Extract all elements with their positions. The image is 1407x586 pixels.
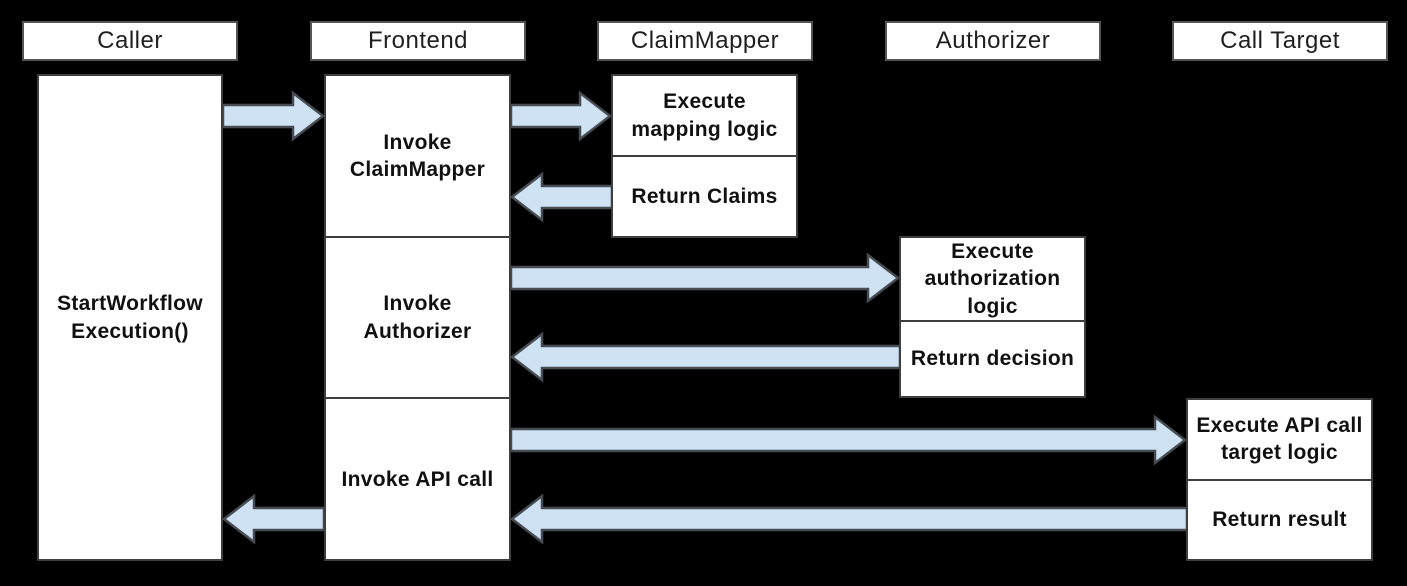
claimmapper-return-claims-label: Return Claims bbox=[613, 155, 796, 236]
frontend-to-calltarget-arrow bbox=[509, 414, 1188, 466]
lane-header-authorizer: Authorizer bbox=[885, 21, 1101, 61]
activation-claimmapper: Execute mapping logic Return Claims bbox=[611, 74, 798, 238]
frontend-invoke-api-call-label: Invoke API call bbox=[326, 397, 509, 559]
frontend-to-caller-arrow bbox=[221, 493, 326, 545]
calltarget-execute-logic-label: Execute API call target logic bbox=[1196, 413, 1363, 465]
caller-to-frontend-arrow bbox=[221, 90, 326, 142]
frontend-to-authorizer-arrow bbox=[509, 252, 901, 304]
frontend-invoke-authorizer-label: Invoke Authorizer bbox=[326, 235, 509, 398]
activation-frontend: Invoke ClaimMapper Invoke Authorizer Inv… bbox=[324, 74, 511, 561]
calltarget-to-frontend-arrow bbox=[509, 493, 1189, 545]
lane-header-calltarget: Call Target bbox=[1172, 21, 1388, 61]
activation-authorizer: Execute authorization logic Return decis… bbox=[899, 236, 1086, 398]
authorizer-to-frontend-arrow bbox=[509, 331, 902, 383]
authorizer-return-decision-label: Return decision bbox=[901, 319, 1084, 396]
lane-header-claimmapper: ClaimMapper bbox=[597, 21, 813, 61]
lane-header-frontend: Frontend bbox=[310, 21, 526, 61]
lane-header-caller: Caller bbox=[22, 21, 238, 61]
authorizer-execute-logic-label: Execute authorization logic bbox=[924, 240, 1061, 318]
activation-calltarget: Execute API call target logic Return res… bbox=[1186, 398, 1373, 561]
caller-start-workflow-label: StartWorkflow Execution() bbox=[57, 292, 203, 343]
claimmapper-to-frontend-arrow bbox=[509, 171, 614, 223]
activation-caller: StartWorkflow Execution() bbox=[37, 74, 223, 561]
frontend-invoke-claimmapper-label: Invoke ClaimMapper bbox=[349, 130, 486, 181]
calltarget-return-result-label: Return result bbox=[1188, 478, 1371, 560]
claimmapper-execute-mapping-label: Execute mapping logic bbox=[631, 90, 778, 141]
frontend-to-claimmapper-arrow bbox=[509, 90, 613, 142]
